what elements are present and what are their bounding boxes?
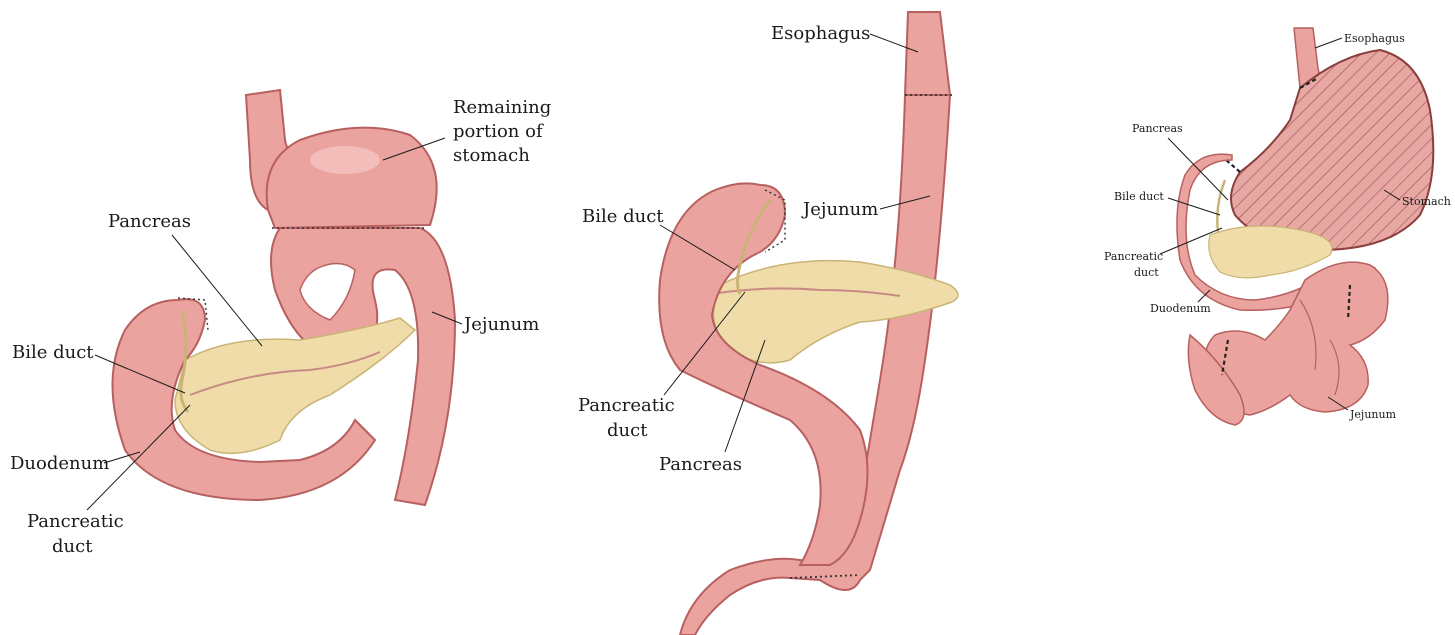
right-label-stomach: Stomach: [1402, 195, 1451, 208]
left-stomach-pouch: [267, 128, 437, 228]
middle-label-pancreatic-duct: Pancreatic duct: [578, 395, 681, 441]
middle-label-esophagus: Esophagus: [771, 23, 870, 44]
right-leader-pancreas: [1168, 138, 1228, 200]
left-label-jejunum: Jejunum: [462, 314, 539, 335]
right-label-jejunum: Jejunum: [1349, 408, 1397, 421]
right-leader-esophagus: [1315, 38, 1342, 48]
right-bile-duct-line: [1217, 180, 1225, 232]
left-panel: Remaining portion of stomach Pancreas Je…: [10, 90, 557, 557]
middle-panel: Esophagus Jejunum Bile duct Pancreatic d…: [578, 12, 958, 635]
right-pancreas-shape: [1209, 226, 1332, 278]
left-label-pancreatic-duct: Pancreatic duct: [27, 511, 130, 557]
right-stomach-shape: [1231, 50, 1433, 250]
right-label-bile-duct: Bile duct: [1114, 190, 1164, 203]
right-label-pancreatic-duct: Pancreatic duct: [1104, 250, 1167, 279]
right-cut-line-pancreas: [1226, 160, 1240, 172]
left-label-remaining-stomach: Remaining portion of stomach: [453, 97, 557, 166]
right-panel: Esophagus Pancreas Bile duct Stomach Pan…: [1104, 28, 1451, 425]
left-stomach-highlight: [310, 146, 380, 174]
middle-label-jejunum: Jejunum: [801, 199, 878, 220]
left-pancreas-shape: [175, 318, 415, 453]
right-label-esophagus: Esophagus: [1344, 32, 1405, 45]
left-label-pancreas: Pancreas: [108, 211, 191, 232]
middle-duodenum-shape: [659, 183, 867, 565]
middle-label-bile-duct: Bile duct: [582, 206, 664, 227]
middle-label-pancreas: Pancreas: [659, 454, 742, 475]
right-label-duodenum: Duodenum: [1150, 302, 1211, 315]
right-leader-bile-duct: [1168, 198, 1220, 215]
left-label-duodenum: Duodenum: [10, 453, 109, 474]
right-label-pancreas: Pancreas: [1132, 122, 1183, 135]
left-label-bile-duct: Bile duct: [12, 342, 94, 363]
middle-esophagus-shape: [905, 12, 950, 95]
